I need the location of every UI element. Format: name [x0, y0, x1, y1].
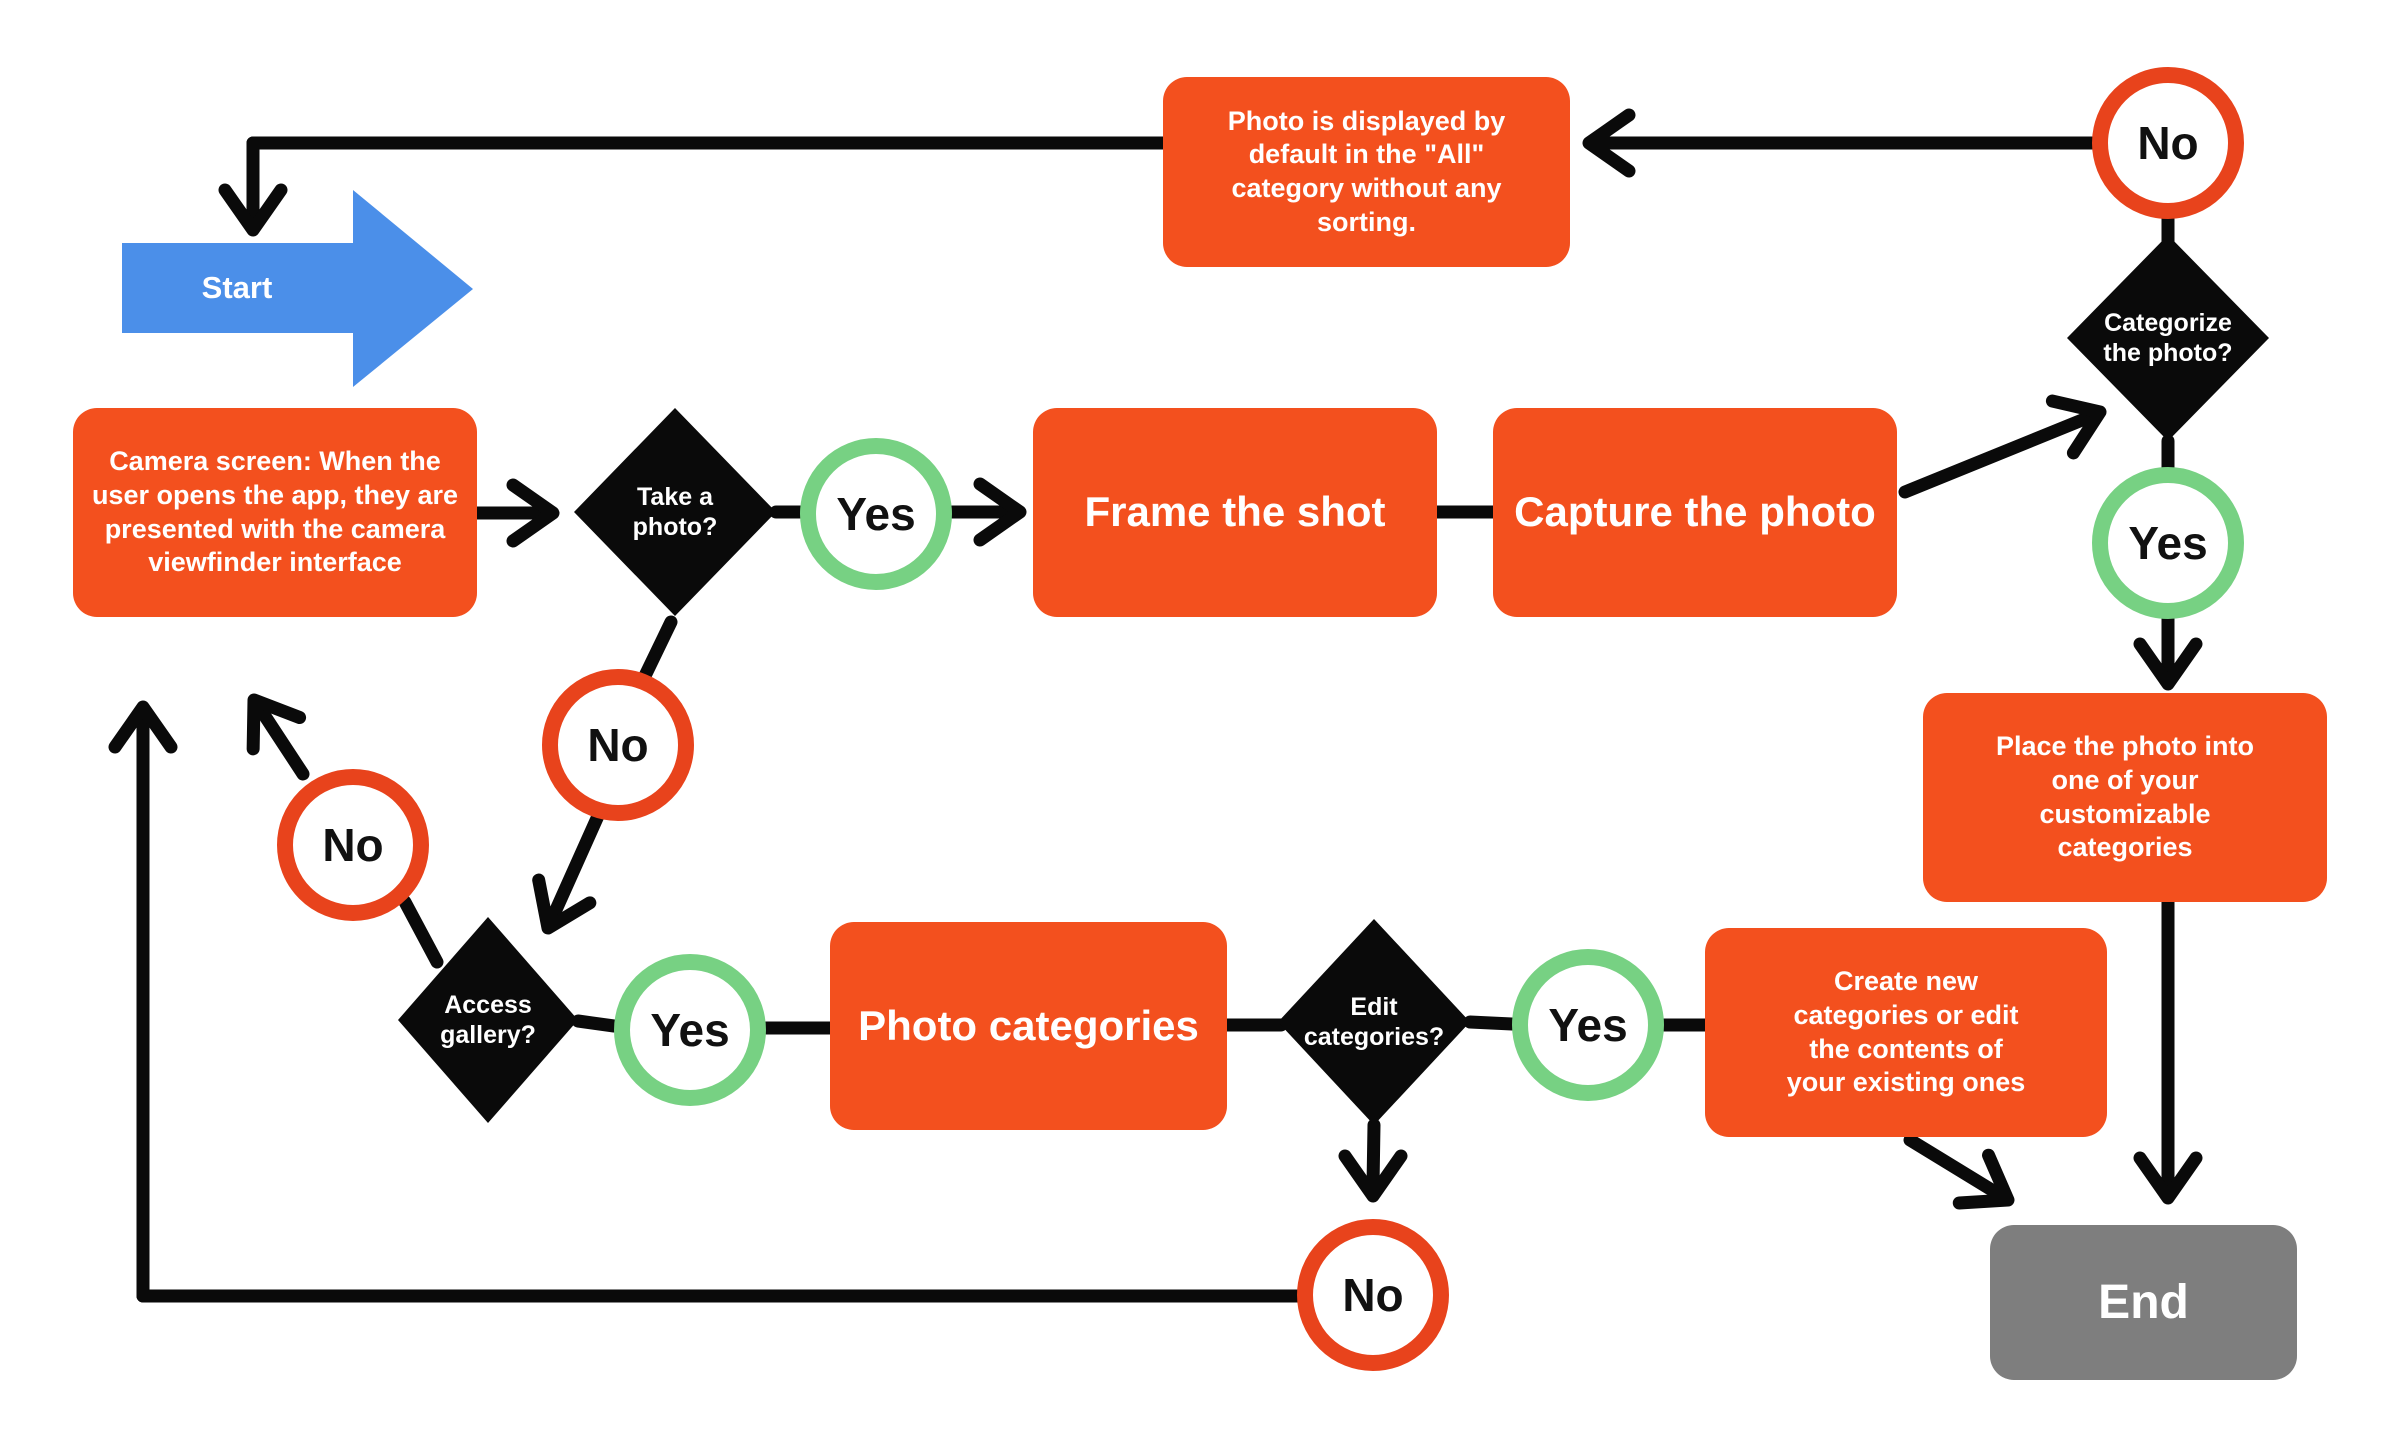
edge-no-access-gallery: No	[277, 769, 429, 921]
edge-no-categorize: No	[2092, 67, 2244, 219]
start-arrow-shape	[122, 190, 473, 387]
process-frame-the-shot: Frame the shot	[1033, 408, 1437, 617]
process-capture-the-photo: Capture the photo	[1493, 408, 1897, 617]
end-node: End	[1990, 1225, 2297, 1380]
decision-access-gallery-label: Access gallery?	[440, 990, 536, 1050]
decision-categorize-photo-label: Categorize the photo?	[2103, 308, 2233, 368]
process-place-photo-category: Place the photo into one of your customi…	[1923, 693, 2327, 902]
edge-yes-edit-categories: Yes	[1512, 949, 1664, 1101]
process-create-edit-categories: Create new categories or edit the conten…	[1705, 928, 2107, 1137]
edge-yes-access-gallery: Yes	[614, 954, 766, 1106]
decision-categorize-photo	[2067, 235, 2269, 441]
process-camera-screen: Camera screen: When the user opens the a…	[73, 408, 477, 617]
decision-take-photo	[574, 408, 776, 616]
edge-no-edit-categories: No	[1297, 1219, 1449, 1371]
process-photo-categories: Photo categories	[830, 922, 1227, 1130]
start-node-label: Start	[201, 270, 273, 305]
process-photo-displayed-all: Photo is displayed by default in the "Al…	[1163, 77, 1570, 267]
decision-take-photo-label: Take a photo?	[632, 482, 718, 542]
edge-no-take-photo: No	[542, 669, 694, 821]
decision-edit-categories-label: Edit categories?	[1303, 992, 1445, 1052]
decision-access-gallery	[398, 917, 578, 1123]
decision-edit-categories	[1278, 919, 1470, 1125]
edge-yes-take-photo: Yes	[800, 438, 952, 590]
edge-yes-categorize: Yes	[2092, 467, 2244, 619]
